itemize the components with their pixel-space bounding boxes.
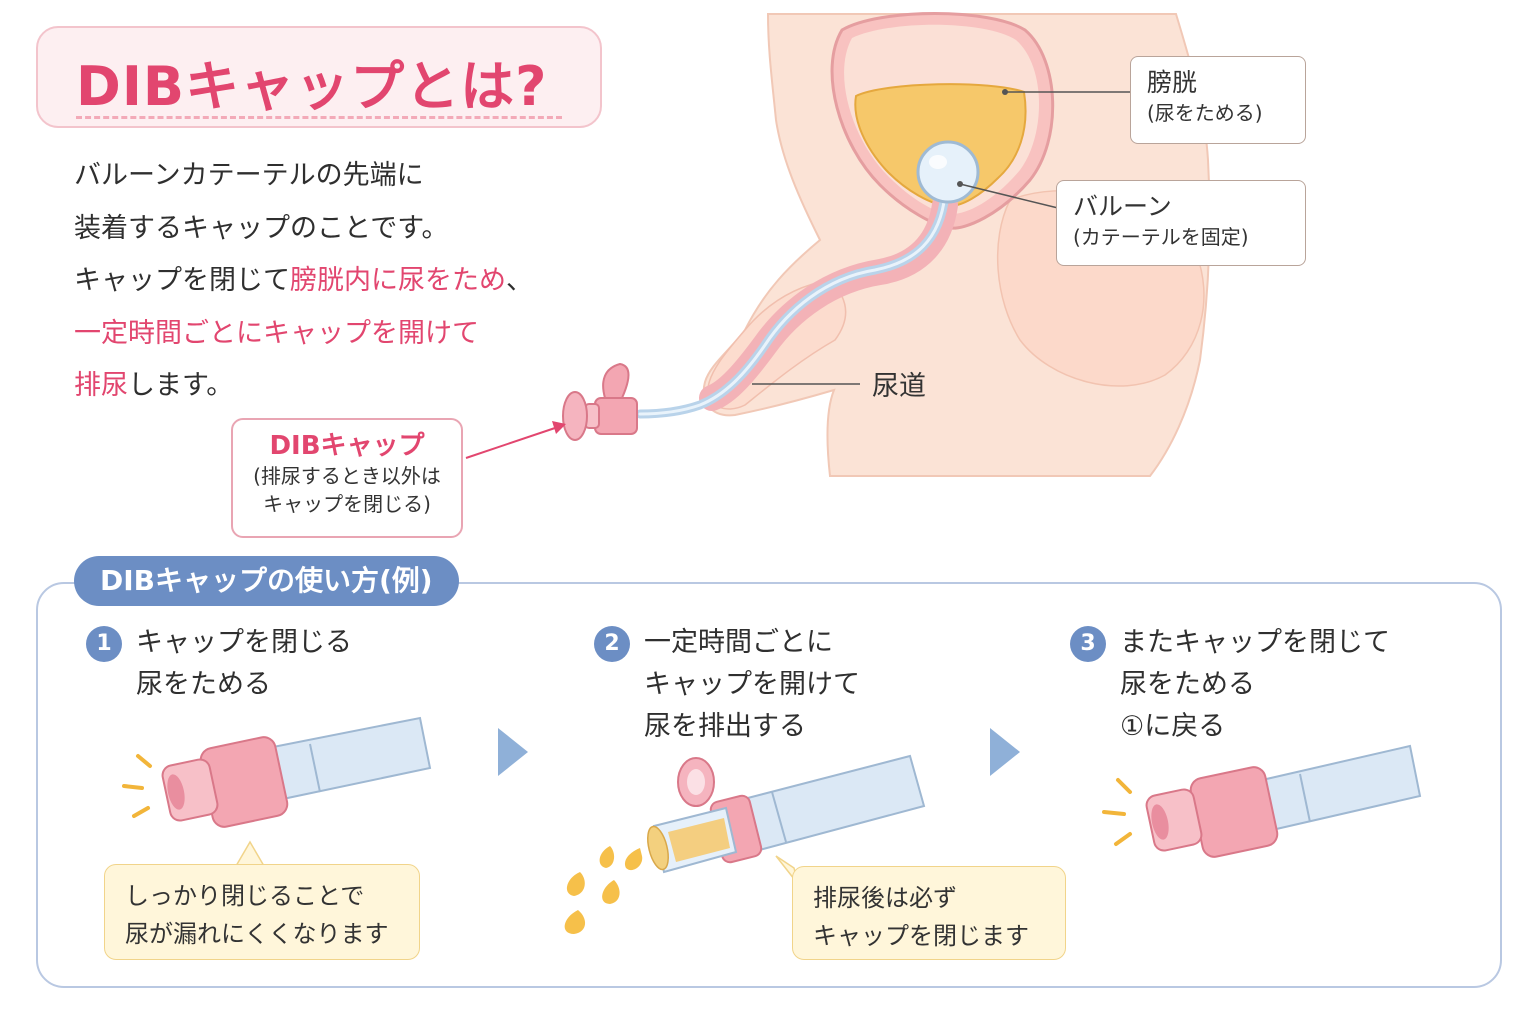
bladder-note: (尿をためる) — [1147, 101, 1263, 125]
balloon-shine — [929, 155, 947, 169]
step-3-spark-3 — [1114, 832, 1132, 846]
bladder-callout: 膀胱 (尿をためる) — [1130, 56, 1306, 144]
step-2-line-1: 一定時間ごとに — [644, 627, 833, 658]
step-1-spark-2 — [122, 784, 144, 790]
dib-cap-tab — [602, 362, 630, 399]
dib-cap-note-1: (排尿するとき以外は — [253, 464, 441, 488]
step-1-note: しっかり閉じることで 尿が漏れにくくなります — [104, 864, 420, 960]
intro-line-5-highlight: 排尿 — [74, 370, 128, 401]
step-3-illustration — [1102, 744, 1422, 858]
intro-line-2: 装着するキャップのことです。 — [74, 212, 449, 244]
step-2-urine-in-tube — [668, 818, 730, 862]
page-title: DIBキャップとは? — [76, 55, 548, 118]
dib-cap-lid — [562, 391, 588, 441]
step-2-note: 排尿後は必ず キャップを閉じます — [792, 866, 1066, 960]
dib-arrow-head — [552, 421, 566, 434]
step-1-spark-1 — [136, 754, 152, 768]
step-2-text: 一定時間ごとに キャップを開けて 尿を排出する — [644, 622, 860, 748]
intro-line-3c: 、 — [506, 265, 533, 296]
balloon-callout: バルーン (カテーテルを固定) — [1056, 180, 1306, 266]
step-arrow-2 — [990, 728, 1020, 776]
step-1-line-1: キャップを閉じる — [136, 627, 352, 658]
balloon-note: (カテーテルを固定) — [1073, 225, 1249, 249]
step-1-spark-3 — [132, 806, 150, 818]
step-3-line-1: またキャップを閉じて — [1120, 627, 1390, 658]
dib-cap-label: DIBキャップ — [269, 431, 425, 461]
balloon-leader — [959, 183, 1059, 209]
step-2-number: 2 — [594, 626, 630, 662]
intro-line-1: バルーンカテーテルの先端に — [74, 160, 424, 191]
urine-drop-2 — [599, 846, 615, 868]
step-2-line-3: 尿を排出する — [644, 711, 806, 742]
title-box: DIBキャップとは? — [36, 26, 602, 128]
note-1-pointer — [234, 840, 266, 867]
step-1-tube — [266, 716, 432, 802]
step-3-line-3: ①に戻る — [1120, 711, 1226, 742]
urine-drop-3 — [566, 872, 585, 896]
title-underline — [76, 116, 562, 119]
intro-text: バルーンカテーテルの先端に 装着するキャップのことです。 キャップを閉じて膀胱内… — [74, 150, 634, 413]
step-1-text: キャップを閉じる 尿をためる — [136, 622, 352, 706]
urethra-label: 尿道 — [872, 371, 926, 402]
step-3-spark-2 — [1102, 810, 1126, 816]
step-1-number: 1 — [86, 626, 122, 662]
urine-drop-5 — [564, 910, 586, 934]
dib-cap-note-2: キャップを閉じる) — [263, 492, 431, 516]
balloon-label: バルーン — [1073, 192, 1172, 221]
step-3-line-2: 尿をためる — [1120, 669, 1255, 700]
catheter-tube-highlight — [638, 193, 947, 416]
step-3-tube — [1260, 744, 1422, 832]
intro-line-5: 排尿します。 — [74, 360, 634, 413]
urine-drop-1 — [624, 848, 643, 871]
step-3-number: 3 — [1070, 626, 1106, 662]
step-arrow-1 — [498, 728, 528, 776]
step-2-illustration — [564, 754, 926, 934]
usage-header: DIBキャップの使い方(例) — [74, 556, 459, 606]
step-1-line-2: 尿をためる — [136, 669, 271, 700]
step-2-tube — [738, 754, 926, 854]
step-2-note-line-1: 排尿後は必ず — [813, 884, 957, 912]
step-1-note-line-2: 尿が漏れにくくなります — [125, 920, 389, 948]
bladder-label: 膀胱 — [1147, 68, 1198, 97]
intro-line-3-highlight: 膀胱内に尿をため — [290, 265, 506, 296]
dib-arrow-line — [465, 427, 556, 459]
step-2-note-line-2: キャップを閉じます — [813, 922, 1029, 950]
step-3-spark-1 — [1116, 778, 1132, 794]
step-2-line-2: キャップを開けて — [644, 669, 860, 700]
intro-line-4: 一定時間ごとにキャップを開けて — [74, 317, 479, 349]
intro-line-5b: します。 — [128, 370, 234, 401]
step-3-cap — [1189, 766, 1279, 858]
dib-cap-callout: DIBキャップ (排尿するとき以外は キャップを閉じる) — [231, 418, 463, 538]
step-3-text: またキャップを閉じて 尿をためる ①に戻る — [1120, 622, 1390, 748]
step-1-note-line-1: しっかり閉じることで — [125, 882, 365, 910]
urine-drop-4 — [602, 880, 620, 904]
intro-line-3a: キャップを閉じて — [74, 265, 290, 296]
step-1-illustration — [122, 716, 432, 828]
intro-line-3: キャップを閉じて膀胱内に尿をため、 — [74, 255, 634, 308]
